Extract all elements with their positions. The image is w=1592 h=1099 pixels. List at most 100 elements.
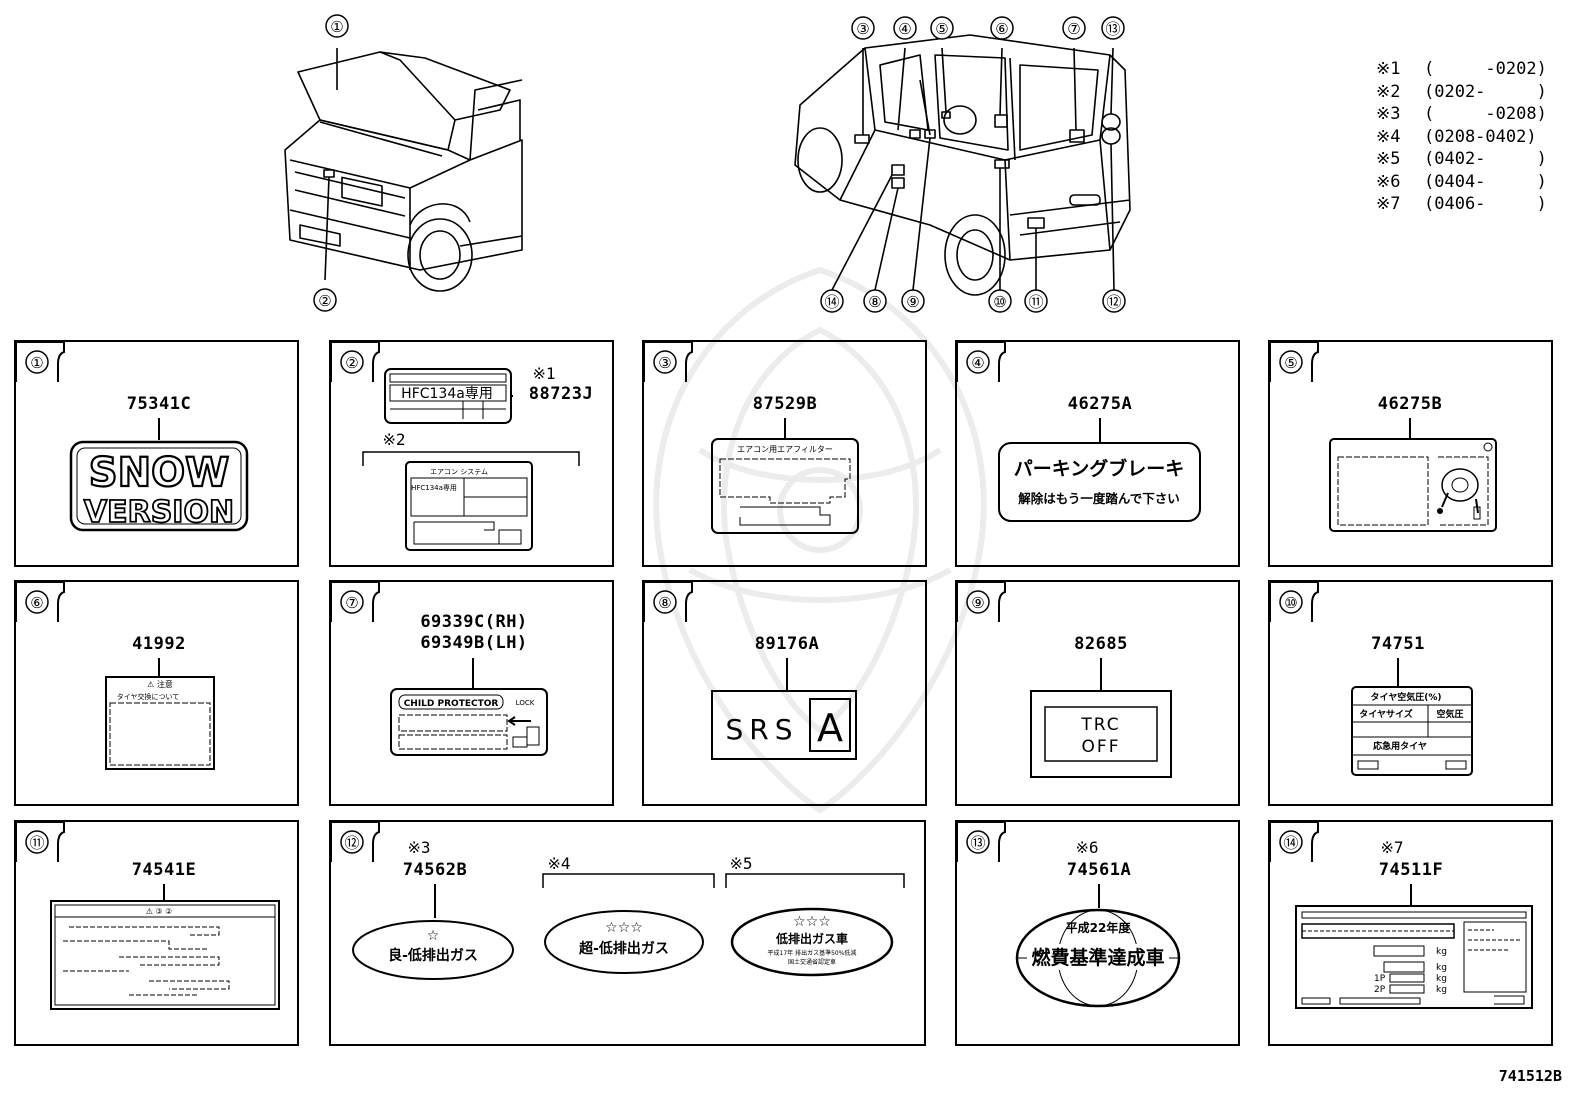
svg-text:⑤: ⑤: [1284, 354, 1297, 372]
part-number: 74511F: [1378, 860, 1444, 880]
part-number: 89176A: [754, 634, 820, 654]
svg-text:⑬: ⑬: [970, 834, 985, 852]
svg-text:③: ③: [658, 354, 671, 372]
svg-text:④: ④: [898, 20, 911, 38]
date-note: ※4(0208-0402): [1376, 126, 1537, 147]
svg-text:エアコン システム: エアコン システム: [430, 468, 488, 476]
part-number: 74541E: [131, 860, 197, 880]
callout-14: [820, 289, 844, 313]
svg-text:⑥: ⑥: [995, 20, 1008, 38]
svg-text:2P: 2P: [1374, 985, 1386, 995]
panel-4: ④ 46275A パーキングブレーキ 解除はもう一度踏んで下さい: [955, 340, 1240, 567]
panel-12: ⑫ ※3 74562B ※4 ※5 ☆ 良-低排出ガス ☆☆☆ 超-低排出ガス …: [329, 820, 926, 1046]
callout-4: [893, 16, 917, 40]
leader-line: [158, 418, 160, 440]
svg-text:⚠ 注意: ⚠ 注意: [147, 679, 173, 689]
svg-text:SRS: SRS: [725, 713, 798, 746]
panel-number-tab: ⑬: [956, 821, 1006, 862]
svg-text:⑦: ⑦: [345, 594, 358, 612]
caution-notice-label: ⚠ ③ ②: [50, 900, 280, 1010]
svg-text:タイヤサイズ: タイヤサイズ: [1359, 708, 1412, 720]
svg-text:空気圧: 空気圧: [1436, 708, 1463, 720]
panel-number-tab: ⑦: [330, 581, 380, 622]
svg-text:平成22年度: 平成22年度: [1066, 920, 1132, 935]
svg-text:kg: kg: [1436, 963, 1447, 973]
rear-car-illustration: ③ ④ ⑤ ⑥ ⑦ ⑬ ⑭ ⑧ ⑨ ⑩ ⑪ ⑫: [794, 16, 1131, 313]
callout-2: ②: [313, 288, 337, 312]
svg-text:⑥: ⑥: [30, 594, 43, 612]
svg-text:①: ①: [330, 18, 343, 36]
date-note: ※5(0402- ): [1376, 149, 1547, 169]
low-emission-label-3: ☆☆☆ 低排出ガス車 平成17年 排出ガス基準50%低減 国土交通省認定車: [730, 907, 894, 977]
leader-line: [786, 658, 788, 690]
svg-text:OFF: OFF: [1082, 737, 1121, 757]
panel-11: ⑪ 74541E ⚠ ③ ②: [14, 820, 299, 1046]
callout-5: [930, 16, 954, 40]
parking-brake-label: パーキングブレーキ 解除はもう一度踏んで下さい: [998, 442, 1201, 522]
date-note-ref: ※2: [382, 430, 406, 449]
svg-text:HFC134a専用: HFC134a専用: [411, 483, 457, 492]
svg-text:パーキングブレーキ: パーキングブレーキ: [1014, 457, 1184, 480]
hfc134a-label: HFC134a専用: [384, 368, 513, 424]
illustration-reference-code: 741512B: [1498, 1067, 1562, 1085]
svg-text:SNOW: SNOW: [89, 450, 229, 496]
leader-line: [158, 658, 160, 676]
svg-text:解除はもう一度踏んで下さい: 解除はもう一度踏んで下さい: [1018, 491, 1180, 506]
svg-text:②: ②: [318, 292, 331, 310]
svg-text:⑫: ⑫: [344, 834, 359, 852]
svg-text:④: ④: [971, 354, 984, 372]
parking-brake-pictogram-label: [1329, 438, 1497, 532]
date-note-ref: ※5: [729, 854, 753, 873]
svg-text:kg: kg: [1436, 947, 1447, 957]
panel-7: ⑦ 69339C(RH) 69349B(LH) CHILD PROTECTOR …: [329, 580, 614, 806]
tire-pressure-label: タイヤ空気圧(%) タイヤサイズ 空気圧 応急用タイヤ: [1351, 686, 1473, 776]
bracket: [725, 873, 905, 888]
callout-11: [1024, 289, 1048, 313]
svg-text:HFC134a専用: HFC134a専用: [401, 386, 493, 402]
low-emission-label-1: ☆ 良-低排出ガス: [352, 920, 514, 980]
snow-version-label: SNOW VERSION: [69, 440, 249, 532]
panel-number-tab: ⑫: [330, 821, 380, 862]
date-note: ※3( -0208): [1376, 104, 1547, 124]
date-note-ref: ※4: [547, 854, 571, 873]
svg-text:応急用タイヤ: 応急用タイヤ: [1373, 740, 1427, 752]
svg-text:エアコン用エアフィルター: エアコン用エアフィルター: [737, 445, 833, 454]
date-notes-list: ※1( -0202) ※2(0202- ) ※3( -0208) ※4(0208…: [1376, 58, 1547, 216]
fuel-economy-label: 平成22年度 燃費基準達成車: [1015, 908, 1181, 1008]
part-number-rh: 69339C(RH): [420, 612, 528, 632]
svg-text:③: ③: [856, 20, 869, 38]
panel-8: ⑧ 89176A SRS A: [642, 580, 927, 806]
svg-text:A: A: [817, 706, 843, 750]
leader-line: [1099, 418, 1101, 442]
leader-line: [784, 418, 786, 438]
panel-number-tab: ⑩: [1269, 581, 1319, 622]
date-note: ※6(0404- ): [1376, 171, 1547, 192]
panel-number-tab: ③: [643, 341, 693, 382]
svg-text:TRC: TRC: [1080, 715, 1120, 735]
bracket: [542, 873, 715, 888]
svg-text:タイヤ空気圧(%): タイヤ空気圧(%): [1371, 691, 1442, 703]
svg-text:タイヤ交換について: タイヤ交換について: [117, 692, 180, 701]
svg-text:⑤: ⑤: [935, 20, 948, 38]
svg-text:燃費基準達成車: 燃費基準達成車: [1031, 946, 1164, 969]
trc-off-label: TRC OFF: [1030, 690, 1172, 778]
ac-system-label: エアコン システム HFC134a専用: [405, 461, 533, 551]
low-emission-label-2: ☆☆☆ 超-低排出ガス: [544, 910, 704, 974]
panel-13: ⑬ ※6 74561A 平成22年度 燃費基準達成車: [955, 820, 1240, 1046]
svg-text:☆☆☆: ☆☆☆: [793, 914, 831, 930]
date-note: ※7(0406- ): [1376, 194, 1547, 214]
callout-6: [990, 16, 1014, 40]
front-car-illustration: ① ②: [284, 14, 523, 312]
svg-text:⑪: ⑪: [1028, 293, 1043, 311]
callout-8: [863, 289, 887, 313]
svg-text:⑨: ⑨: [906, 293, 919, 311]
panel-1: ① 75341C SNOW VERSION: [14, 340, 299, 567]
callout-7: [1062, 16, 1086, 40]
svg-text:①: ①: [30, 354, 43, 372]
panel-number-tab: ⑭: [1269, 821, 1319, 862]
svg-text:⑫: ⑫: [1106, 293, 1121, 311]
svg-text:⑩: ⑩: [1284, 594, 1297, 612]
leader-line: [1409, 418, 1411, 438]
svg-text:⑩: ⑩: [993, 293, 1006, 311]
panel-10: ⑩ 74751 タイヤ空気圧(%) タイヤサイズ 空気圧 応急用タイヤ: [1268, 580, 1553, 806]
